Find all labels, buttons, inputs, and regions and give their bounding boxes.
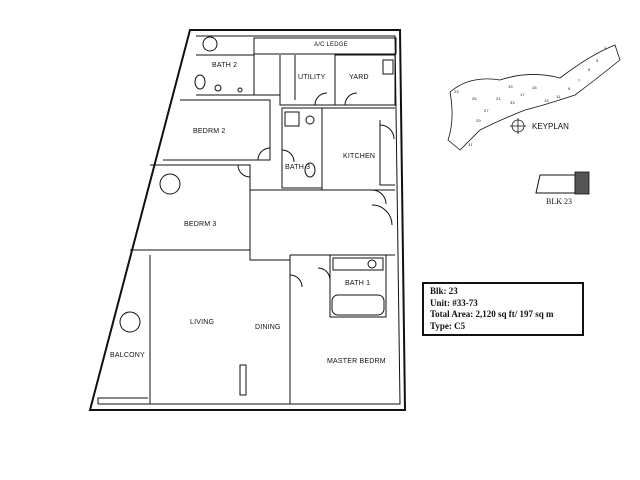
bath3-sink — [305, 115, 315, 125]
bedrm3-column — [159, 173, 181, 195]
label-yard: YARD — [349, 74, 369, 81]
unit-block: Blk: 23 — [430, 286, 458, 296]
keyplan-number: 27 — [484, 108, 489, 113]
yard-sink — [382, 59, 394, 75]
ac-ledge-outline — [253, 37, 397, 55]
label-bedrm3: BEDRM 3 — [184, 221, 217, 228]
yard-outline — [334, 54, 396, 106]
keyplan-diagram — [447, 44, 621, 151]
label-bedrm2: BEDRM 2 — [193, 128, 226, 135]
unit-info-box: Blk: 23 Unit: #33-73 Total Area: 2,120 s… — [422, 282, 584, 336]
label-bath1: BATH 1 — [345, 280, 371, 287]
keyplan-number: 1 — [604, 45, 607, 50]
label-bath2: BATH 2 — [212, 62, 238, 69]
bedrm3-door — [237, 164, 251, 178]
unit-type: Type: C5 — [430, 320, 466, 331]
bath2-basin — [202, 36, 218, 52]
label-living: LIVING — [190, 319, 215, 326]
keyplan-number: 3 — [596, 58, 599, 63]
label-ac-ledge: A/C LEDGE — [314, 42, 348, 48]
bedrm2-walls — [163, 99, 271, 161]
balcony-rail — [97, 397, 148, 404]
keyplan-number: 11 — [556, 94, 561, 99]
keyplan-label: KEYPLAN — [532, 122, 569, 131]
bath2-sink — [214, 84, 222, 92]
keyplan-number: 13 — [544, 98, 549, 103]
block-label: BLK 23 — [546, 197, 572, 206]
keyplan-number: 31 — [468, 142, 473, 147]
master-bedrm-walls — [289, 254, 395, 404]
bath2-walls — [196, 54, 280, 96]
bath1-tub — [331, 294, 385, 316]
keyplan-number: 7 — [578, 78, 581, 83]
keyplan-number: 29 — [476, 118, 481, 123]
keyplan-number: 15 — [532, 85, 537, 90]
bath1-vanity — [332, 257, 384, 271]
master-door — [289, 274, 303, 288]
kitchen-counter — [379, 120, 395, 186]
bath1-door — [317, 267, 331, 281]
keyplan-number: 21 — [496, 96, 501, 101]
outer-wall-inner — [98, 35, 401, 405]
yard-door — [344, 92, 358, 106]
bath2-drain — [237, 87, 243, 93]
label-bath3: BATH 3 — [285, 164, 311, 171]
label-kitchen: KITCHEN — [343, 153, 376, 160]
kitchen-door — [379, 124, 395, 140]
bath1-basin — [367, 259, 377, 269]
keyplan-number: 9 — [568, 86, 571, 91]
corridor-walls — [249, 189, 322, 261]
block-thumbnail — [535, 171, 590, 195]
unit-number: Unit: #33-73 — [430, 297, 478, 308]
bedrm3-walls — [130, 164, 251, 251]
label-dining: DINING — [255, 324, 281, 331]
bath3-toilet — [304, 162, 316, 178]
keyplan-number: 19 — [508, 84, 513, 89]
utility-door — [314, 92, 328, 106]
keyplan-number: 17 — [520, 92, 525, 97]
label-master-bedrm: MASTER BEDRM — [327, 358, 386, 365]
bath3-door — [281, 149, 295, 163]
keyplan-number: 33 — [510, 100, 515, 105]
keyplan-number: 25 — [472, 96, 477, 101]
label-balcony: BALCONY — [110, 352, 145, 359]
living-column — [239, 364, 247, 396]
bath3-shower — [284, 111, 300, 127]
bedrm2-door — [257, 147, 271, 161]
label-utility: UTILITY — [298, 74, 326, 81]
bath1-outline — [329, 254, 387, 318]
outer-wall — [88, 29, 407, 411]
keyplan-number: 5 — [588, 67, 591, 72]
kitchen-walls — [321, 107, 395, 191]
entry-door — [371, 204, 393, 226]
unit-area: Total Area: 2,120 sq ft/ 197 sq m — [430, 309, 554, 319]
bath3-outline — [281, 107, 323, 189]
bath2-toilet — [194, 74, 206, 90]
kitchen-door-2 — [371, 189, 387, 205]
keyplan-number: 23 — [454, 89, 459, 94]
balcony-column — [119, 311, 141, 333]
